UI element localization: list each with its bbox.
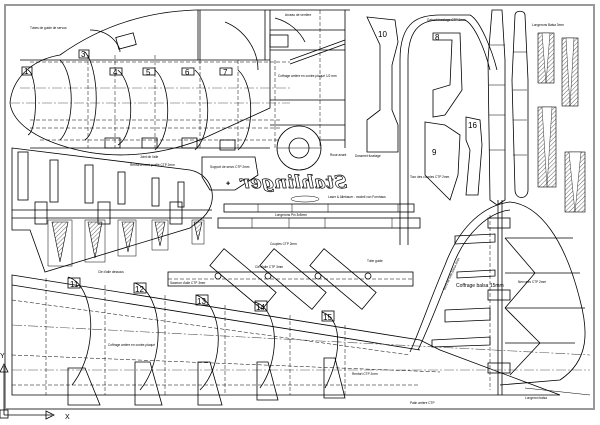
former-number: 5 [146,68,151,77]
former-number: 11 [70,280,79,289]
former-number: 14 [256,303,265,312]
turtledeck-label: Dosseret fuselage [355,154,381,158]
stahlinger-logo: Stahlinger Laser & Allebauer - modell vo… [239,172,386,203]
servo-plate-label: Support de servo CTP 2mm [210,165,250,169]
vertical-longerons [487,9,529,206]
former-number: 12 [135,285,144,294]
servo-support-plate: Support de servo CTP 2mm ✚ [201,156,259,191]
tail-wheel-label: Patin arrière CTP [410,401,435,405]
canopy-frame-label: Arceau de verrière [285,13,311,17]
tail-ply-label: Tour des couples CTP 2mm [410,175,450,179]
fuselage-mid-structure [270,9,350,148]
dihedral-brace-area: Couples CTP 2mm Clé d'aile CTP 3mm Tube … [167,242,414,310]
tail-spar-label: Longeron balsa [525,396,547,400]
stab-sheet-label: Coffrage balsa 15mm [456,283,504,289]
former-number: 1 [24,67,29,76]
fuselage-side-label: Coffrage arrière en contre-plaqué 1/2 mm [278,74,337,78]
logo-text: Stahlinger [239,172,347,193]
former-number: 7 [223,68,228,77]
y-axis-label: Y [0,353,5,360]
fuselage-rear-label: Coffrage arrière en contre-plaqué [108,343,155,347]
wing-spars: Longerons Pin 3x5mm [217,203,421,229]
former-number: 3 [81,50,86,59]
former-number: 16 [468,121,477,130]
former-top-label: Gabarit fuselage CTP 2mm [427,18,466,22]
wing-ribs-upper [17,151,185,208]
tail-note-label: Renfort CTP 2mm [352,372,378,376]
wing-ribs-lower [47,219,205,267]
wheel-label: Roue avant [330,153,346,157]
wing-joiner-plates [34,201,183,225]
nose-pushrod-label: Tubes de guide de servos [30,26,67,30]
wing-tip-label: Saumon d'aile CTP 3mm [170,281,206,285]
logo-subtitle: Laser & Allebauer - modell von Fornhaus [328,195,386,199]
dihedral-label: Clé d'aile CTP 3mm [255,265,284,269]
ucs-axis-icon: Y X [0,353,70,421]
fuselage-rear-view: 11 12 13 14 15 Coffrage arrière en contr… [11,274,591,406]
wing-panel: Clé d'aile dessous [11,147,213,274]
wing-joint-label: Joint de l'aile [140,155,159,159]
stab-rib-label: Nervures CTP 2mm [518,280,546,284]
former-number: 13 [197,297,206,306]
tapered-spars: Longerons Balsa 3mm [532,23,586,213]
former-parts: 10 8 9 16 Gabarit fuselage CTP 2mm Tour … [355,14,498,245]
former-number: 9 [432,148,437,157]
former-number: 8 [435,33,440,42]
drawing-frame [4,4,595,410]
spars-right-label: Longerons Balsa 3mm [532,23,564,27]
former-number: 6 [185,68,190,77]
former-number: 4 [113,68,118,77]
former-number: 10 [378,30,387,39]
former-number: 15 [323,313,332,322]
tail-fin: Bord de fuite Balsa 3mm Coffrage balsa 1… [409,200,591,400]
cross-mark-icon: ✚ [226,181,230,187]
x-axis-label: X [65,414,70,420]
wing-spars-label: Longerons Pin 3x5mm [275,213,307,217]
tube-guide-label: Tube guide [367,259,383,263]
spar-label-2: Couples CTP 2mm [270,242,297,246]
wing-rib-label: Clé d'aile dessous [98,270,124,274]
